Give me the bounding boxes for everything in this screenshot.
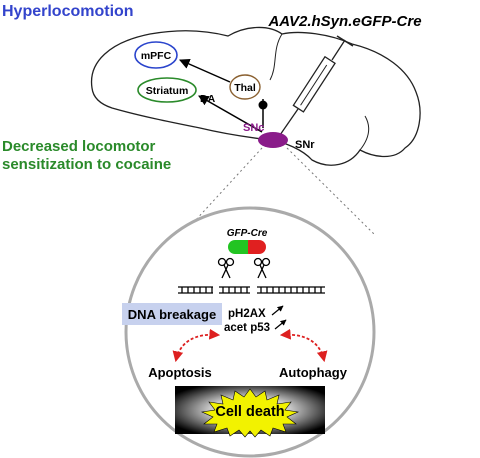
scissors-icon [217, 257, 235, 279]
mpfc-outline [134, 41, 178, 69]
cell-death-label: Cell death [215, 404, 284, 420]
snc-to-striatum-arrow [198, 95, 263, 133]
autophagy-label: Autophagy [279, 365, 348, 380]
virus-label: AAV2.hSyn.eGFP-Cre [267, 13, 421, 30]
acet-p53-up-arrow [274, 319, 287, 330]
thal-to-mpfc-arrow [179, 59, 231, 83]
brain-outline [90, 26, 421, 166]
da-label: DA [200, 93, 216, 105]
sensitization-line-1: Decreased locomotor [2, 138, 156, 155]
dna-breakage-box [122, 303, 222, 325]
thal-outline [229, 74, 261, 100]
inhibitory-terminal [258, 100, 268, 110]
syringe-icon [279, 35, 354, 136]
brain-fold [269, 33, 283, 81]
cell-death-starburst [200, 388, 300, 438]
gfp-cre-capsule [228, 240, 266, 254]
scissors-icon [253, 257, 271, 279]
brain-fold [359, 115, 370, 151]
gfp-cre-label: GFP-Cre [227, 228, 268, 239]
zoom-line-right [286, 147, 376, 236]
ph2ax-up-arrow [271, 305, 284, 316]
snr-label: SNr [295, 139, 315, 151]
thal-label: Thal [234, 82, 256, 94]
striatum-outline [137, 77, 197, 103]
mpfc-label: mPFC [141, 50, 172, 62]
dna-fragment [219, 286, 250, 294]
ph2ax-label: pH2AX [228, 308, 266, 320]
to-autophagy-arrow [279, 328, 328, 363]
sensitization-line-2: sensitization to cocaine [2, 156, 171, 173]
dna-fragment [178, 286, 213, 294]
striatum-label: Striatum [146, 85, 189, 97]
headline-text: Hyperlocomotion [2, 3, 134, 20]
apoptosis-label: Apoptosis [148, 365, 212, 380]
snc-label: SNc [243, 122, 264, 134]
gfp-segment-join [240, 240, 248, 254]
acet-p53-label: acet p53 [224, 322, 270, 334]
to-apoptosis-arrow [172, 328, 221, 363]
dna-breakage-label: DNA breakage [128, 307, 216, 322]
substantia-nigra-shape [258, 132, 288, 148]
dna-fragment [257, 286, 325, 294]
